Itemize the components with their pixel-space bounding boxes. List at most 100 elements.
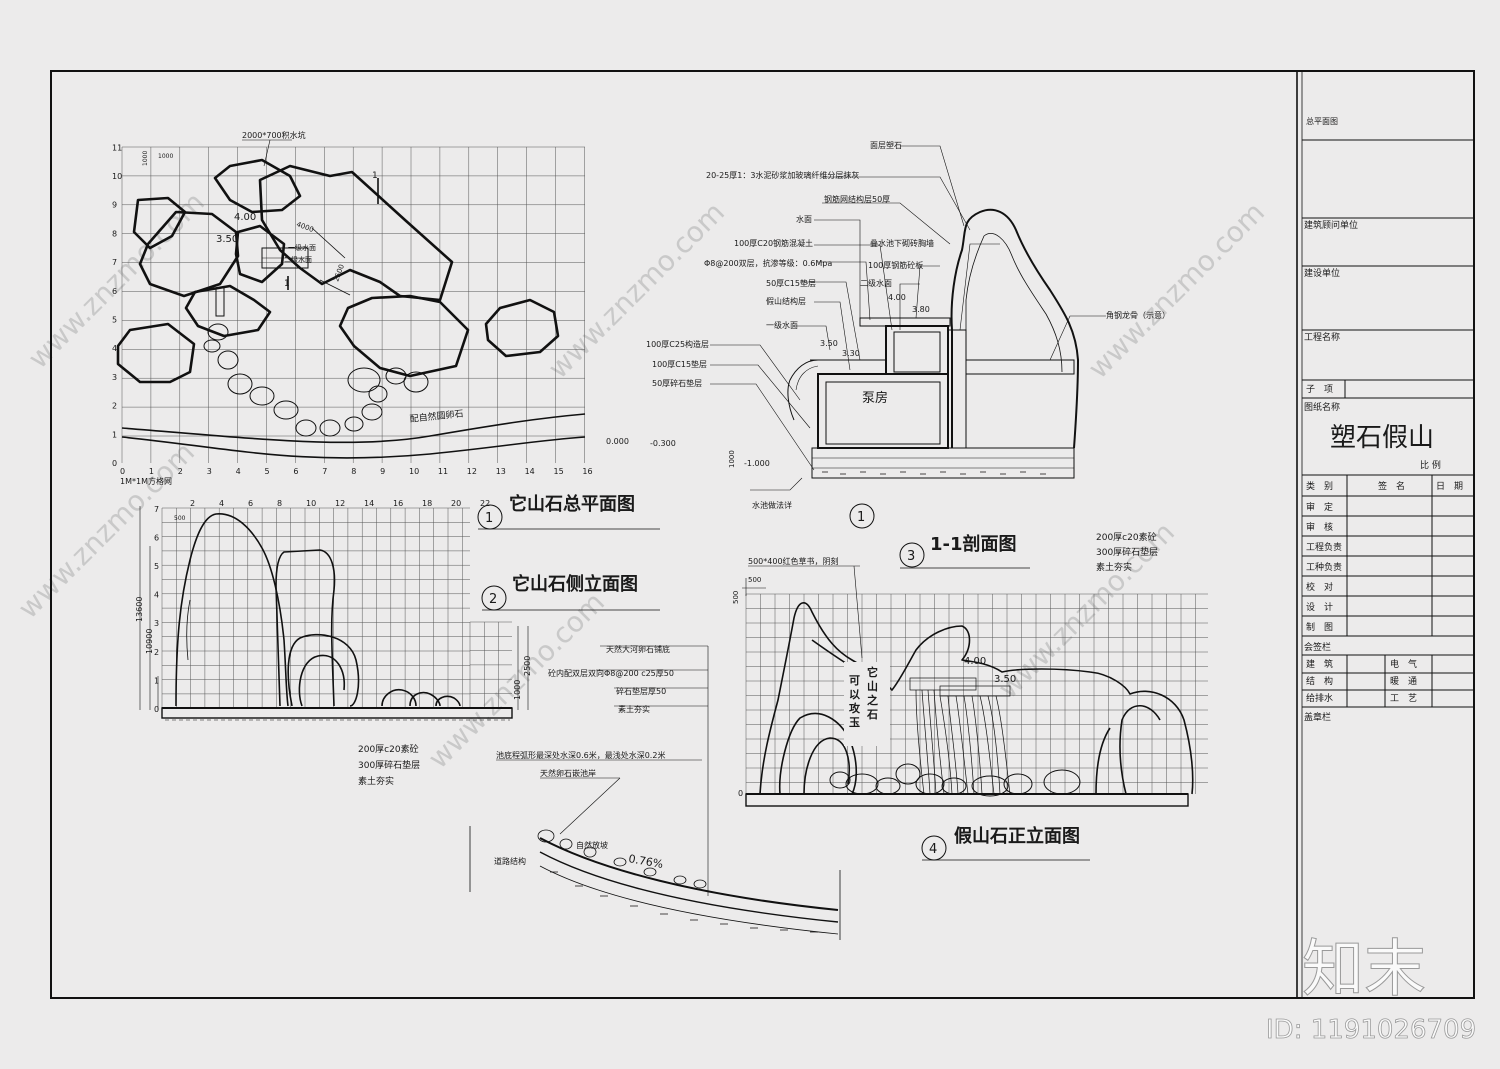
tb-client: 建设单位 <box>1304 267 1340 279</box>
tb-row: 制 图 <box>1306 621 1333 633</box>
sec-mark: 1 <box>857 510 865 525</box>
plan-x-tick: 4 <box>236 467 241 476</box>
sec-left-note: 水面 <box>796 214 812 224</box>
plan-view: 2000*700积水坑 4.00 3.50 一级水面 二级水面 4000 250… <box>112 130 660 530</box>
side-x-tick: 14 <box>364 499 374 508</box>
sec-level-neg: -0.300 <box>650 439 676 448</box>
carving-char: 石 <box>866 708 878 721</box>
tb-countersign: 会签栏 <box>1304 641 1331 653</box>
front-note: 素土夯实 <box>1096 561 1132 573</box>
plan-x-tick: 7 <box>322 467 327 476</box>
carving-char: 山 <box>867 679 878 693</box>
plan-y-tick: 4 <box>112 344 117 353</box>
side-title: 它山石侧立面图 <box>512 573 638 595</box>
sec-right-note: 二级水面 <box>860 278 892 288</box>
side-x-tick: 6 <box>248 499 253 508</box>
side-dim-mid: 10900 <box>145 629 154 654</box>
sec-level-pit: -1.000 <box>744 459 770 468</box>
sec-right-note: 面层塑石 <box>870 141 902 150</box>
sheet-border <box>50 70 1475 999</box>
pond-road: 道路结构 <box>494 856 526 866</box>
tb-row: 校 对 <box>1306 581 1333 593</box>
sec-level-a: 4.00 <box>888 293 906 302</box>
front-dim-w: 500 <box>748 576 761 584</box>
sec-left-note: 100厚C25构造层 <box>646 339 709 349</box>
side-x-tick: 22 <box>480 499 490 508</box>
sec-left-note: 50厚碎石垫层 <box>652 378 702 388</box>
tb-row: 工种负责 <box>1306 561 1342 573</box>
plan-water-1: 一级水面 <box>288 243 316 252</box>
tb-discipline: 给排水 <box>1306 692 1333 704</box>
side-x-tick: 8 <box>277 499 282 508</box>
brand-watermark: 知末 <box>1302 932 1426 1005</box>
tb-row: 设 计 <box>1306 601 1333 613</box>
tb-row: 工程负责 <box>1306 541 1342 553</box>
tb-drawing-name: 塑石假山 <box>1330 423 1434 453</box>
tb-discipline: 建 筑 <box>1306 658 1333 670</box>
side-x-tick: 2 <box>190 499 195 508</box>
plan-pit-note: 2000*700积水坑 <box>242 130 306 140</box>
side-y-tick: 6 <box>154 533 159 542</box>
front-note: 300厚碎石垫层 <box>1096 546 1158 558</box>
pond-title: 池底程弧形最深处水深0.6米，最浅处水深0.2米 <box>496 750 665 760</box>
plan-x-tick: 11 <box>438 467 448 476</box>
tb-col-type: 类 别 <box>1306 480 1333 492</box>
plan-y-tick: 8 <box>112 229 117 238</box>
pond-note: 碎石垫层厚50 <box>616 686 666 696</box>
sec-left-note: 假山结构层 <box>766 296 806 306</box>
side-x-tick: 4 <box>219 499 224 508</box>
plan-title-num: 1 <box>485 511 493 526</box>
sec-right-note: 100厚钢筋砼板 <box>868 260 923 270</box>
tb-discipline: 电 气 <box>1390 658 1417 670</box>
carving-char: 玉 <box>849 716 860 729</box>
side-x-tick: 18 <box>422 499 432 508</box>
front-level-1: 4.00 <box>964 656 986 667</box>
plan-dim-side: 1000 <box>142 151 149 166</box>
sec-title: 1-1剖面图 <box>930 533 1017 555</box>
plan-x-tick: 8 <box>351 467 356 476</box>
section-view: 20-25厚1：3水泥砂浆加玻璃纤维分层抹灰 钢筋网结构层50厚 水面 100厚… <box>606 141 1170 569</box>
side-y-tick: 4 <box>154 591 159 600</box>
sec-pump-room: 泵房 <box>862 390 888 406</box>
plan-y-tick: 10 <box>112 172 122 181</box>
tb-discipline: 工 艺 <box>1390 693 1417 704</box>
pond-pct: 0.76% <box>627 852 664 871</box>
side-note: 300厚碎石垫层 <box>358 759 420 771</box>
plan-x-tick: 12 <box>467 467 477 476</box>
plan-y-tick: 6 <box>112 287 117 296</box>
sec-level-d: 3.30 <box>842 349 860 358</box>
side-y-tick: 0 <box>154 705 159 714</box>
sec-right-note: 叠水池下砌砖胸墙 <box>870 238 934 248</box>
sec-left-note: 钢筋网结构层50厚 <box>824 194 890 204</box>
plan-y-tick: 1 <box>112 430 117 439</box>
side-y-tick: 2 <box>154 648 159 657</box>
plan-x-tick: 0 <box>120 467 125 476</box>
pond-slope: 自然放坡 <box>576 840 608 850</box>
pond-note: 天然大河卵石铺底 <box>606 644 670 654</box>
side-x-tick: 10 <box>306 499 316 508</box>
side-note: 200厚c20素砼 <box>358 743 419 755</box>
plan-y-tick: 9 <box>112 201 117 210</box>
plan-x-tick: 3 <box>207 467 212 476</box>
plan-y-tick: 7 <box>112 258 117 267</box>
carving-char: 攻 <box>849 701 861 715</box>
side-note: 素土夯实 <box>358 775 394 787</box>
side-y-tick: 1 <box>154 676 159 685</box>
plan-water-2: 二级水面 <box>284 255 312 264</box>
sec-left-note: 100厚C15垫层 <box>652 359 707 369</box>
sec-title-num: 3 <box>907 549 915 564</box>
sec-left-note: 一级水面 <box>766 320 798 330</box>
tb-row: 审 定 <box>1306 501 1333 513</box>
id-watermark: ID: 1191026709 <box>1266 1015 1476 1045</box>
sec-left-note: 20-25厚1：3水泥砂浆加玻璃纤维分层抹灰 <box>706 170 859 180</box>
plan-x-tick: 9 <box>380 467 385 476</box>
plan-level-1: 4.00 <box>234 212 256 223</box>
front-dim-h: 500 <box>732 591 740 604</box>
side-y-tick: 5 <box>154 562 159 571</box>
plan-x-tick: 14 <box>525 467 535 476</box>
front-carving-note: 500*400红色草书，阴刻 <box>748 556 839 566</box>
side-x-tick: 20 <box>451 499 461 508</box>
side-dim-total: 13600 <box>135 597 144 622</box>
plan-level-2: 3.50 <box>216 234 238 245</box>
